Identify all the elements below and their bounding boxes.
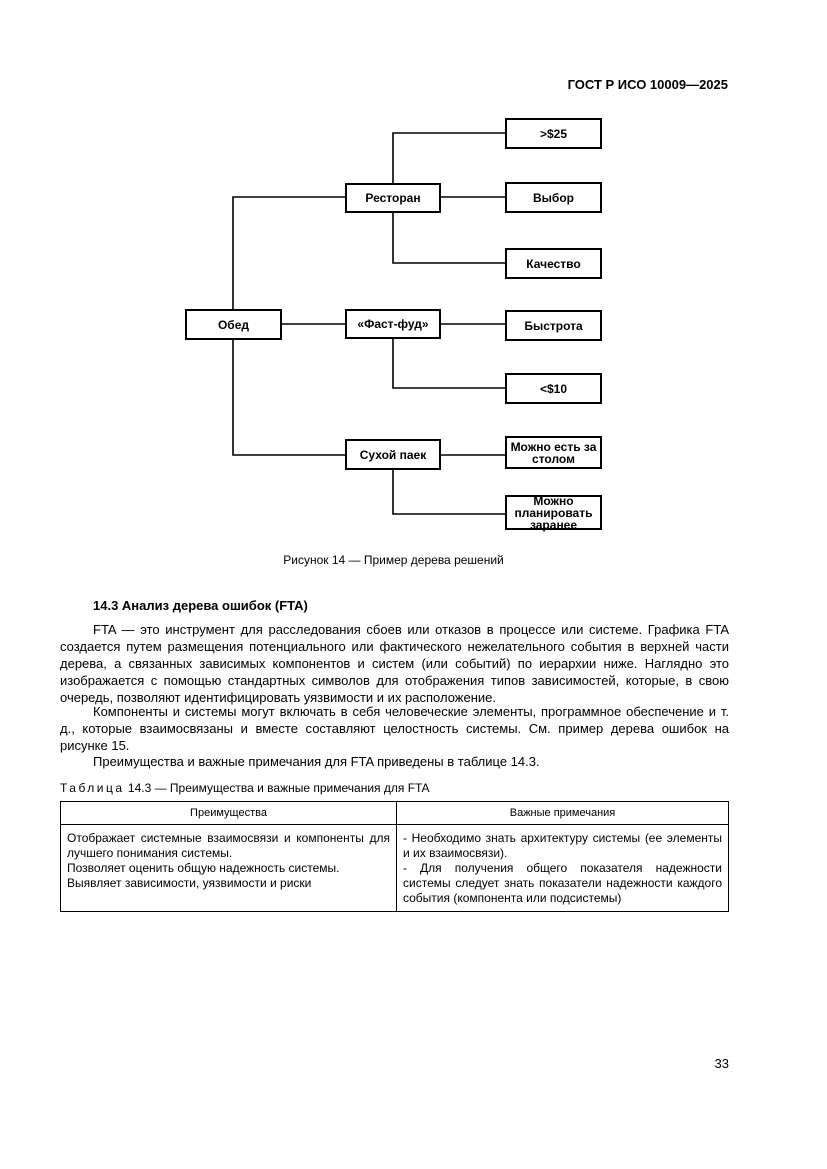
- table-caption: Таблица 14.3 — Преимущества и важные при…: [60, 781, 429, 795]
- tree-node-root: Обед: [185, 309, 282, 340]
- connector-drypack-plan: [392, 470, 505, 515]
- connector-root-restaurant: [232, 196, 345, 324]
- tree-connectors: [232, 132, 505, 515]
- tree-node-fastfood: «Фаст-фуд»: [345, 309, 441, 339]
- table-header-row: Преимущества Важные примечания: [60, 801, 729, 825]
- advantage-line: Отображает системные взаимосвязи и компо…: [67, 831, 390, 860]
- tree-leaf-eat-at-table: Можно есть за столом: [505, 436, 602, 469]
- table-header-advantages: Преимущества: [60, 801, 397, 825]
- table-caption-text: 14.3 — Преимущества и важные примечания …: [124, 781, 430, 795]
- table-cell-notes: - Необходимо знать архитектуру системы (…: [396, 824, 729, 912]
- paragraph-3: Преимущества и важные примечания для FTA…: [93, 754, 540, 769]
- section-title: 14.3 Анализ дерева ошибок (FTA): [93, 598, 308, 613]
- note-line: - Для получения общего показателя надежн…: [403, 861, 722, 905]
- page-number: 33: [714, 1056, 729, 1071]
- table-header-notes: Важные примечания: [396, 801, 729, 825]
- tree-leaf-plan-ahead: Можно планировать заранее: [505, 495, 602, 531]
- figure-caption: Рисунок 14 — Пример дерева решений: [283, 553, 504, 567]
- connector-restaurant-quality: [392, 212, 505, 264]
- table-cell-advantages: Отображает системные взаимосвязи и компо…: [60, 824, 397, 912]
- table-row: Отображает системные взаимосвязи и компо…: [60, 824, 729, 912]
- tree-leaf-quality: Качество: [505, 248, 602, 279]
- tree-leaf-price-low: <$10: [505, 373, 602, 404]
- tree-leaf-price-high: >$25: [505, 118, 602, 149]
- paragraph-1: FTA — это инструмент для расследования с…: [60, 622, 729, 705]
- tree-leaf-choice: Выбор: [505, 182, 602, 213]
- advantage-line: Позволяет оценить общую надежность систе…: [67, 861, 340, 875]
- connector-fastfood-price: [392, 339, 505, 389]
- connector-root-drypack: [232, 324, 345, 456]
- connector-restaurant-price: [392, 132, 505, 183]
- tree-node-drypack: Сухой паек: [345, 439, 441, 470]
- tree-node-restaurant: Ресторан: [345, 183, 441, 213]
- note-line: - Необходимо знать архитектуру системы (…: [403, 831, 722, 860]
- tree-leaf-speed: Быстрота: [505, 310, 602, 341]
- fta-table: Преимущества Важные примечания Отображае…: [60, 801, 729, 912]
- advantage-line: Выявляет зависимости, уязвимости и риски: [67, 876, 312, 890]
- table-caption-word: Таблица: [60, 781, 125, 795]
- decision-tree-diagram: Обед Ресторан «Фаст-фуд» Сухой паек >$25…: [0, 0, 827, 545]
- document-header: ГОСТ Р ИСО 10009—2025: [567, 77, 728, 92]
- paragraph-2: Компоненты и системы могут включать в се…: [60, 704, 729, 753]
